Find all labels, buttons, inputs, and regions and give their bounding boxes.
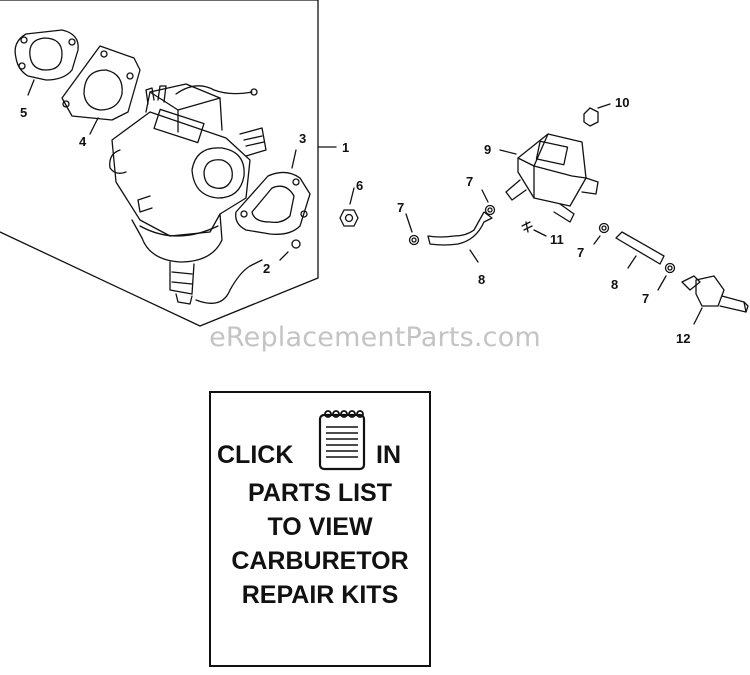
callout-3: 3 xyxy=(299,131,306,146)
callout-7b: 7 xyxy=(397,200,404,215)
fuel-filter-shape xyxy=(681,275,749,313)
repair-kit-notice: CLICK IN PARTS LIST TO VIEW CARBURETOR R… xyxy=(209,391,431,667)
gasket-5-shape xyxy=(14,29,79,81)
gasket-4-shape xyxy=(61,45,141,121)
fuel-pump-shape xyxy=(505,133,599,223)
gasket-3-shape xyxy=(235,171,311,235)
assembly-outline xyxy=(0,0,319,327)
notice-line-carburetor: CARBURETOR xyxy=(231,547,409,575)
hose-8-shape xyxy=(427,211,493,246)
watermark: eReplacementParts.com xyxy=(209,322,541,353)
notice-click-word: CLICK xyxy=(217,441,294,469)
callout-7d: 7 xyxy=(642,291,649,306)
callout-8b: 8 xyxy=(611,277,618,292)
callout-9: 9 xyxy=(484,142,491,157)
callout-12: 12 xyxy=(676,331,690,346)
notepad-icon[interactable] xyxy=(316,407,368,473)
callout-2: 2 xyxy=(263,261,270,276)
callout-10: 10 xyxy=(615,95,629,110)
carburetor-shape xyxy=(109,83,267,305)
callout-5: 5 xyxy=(20,105,27,120)
nut-6-shape xyxy=(339,209,359,227)
callout-4: 4 xyxy=(79,134,87,149)
notice-line-to-view: TO VIEW xyxy=(267,513,373,541)
notice-line-parts-list: PARTS LIST xyxy=(248,479,392,507)
hose-8b-shape xyxy=(615,231,665,265)
callout-1: 1 xyxy=(342,140,349,155)
notice-in-word: IN xyxy=(376,441,401,469)
callout-7a: 7 xyxy=(466,174,473,189)
callout-6: 6 xyxy=(356,178,363,193)
notice-line-repair-kits: REPAIR KITS xyxy=(241,581,399,609)
callout-11: 11 xyxy=(550,232,564,247)
callout-7c: 7 xyxy=(577,245,584,260)
callout-8a: 8 xyxy=(478,272,485,287)
